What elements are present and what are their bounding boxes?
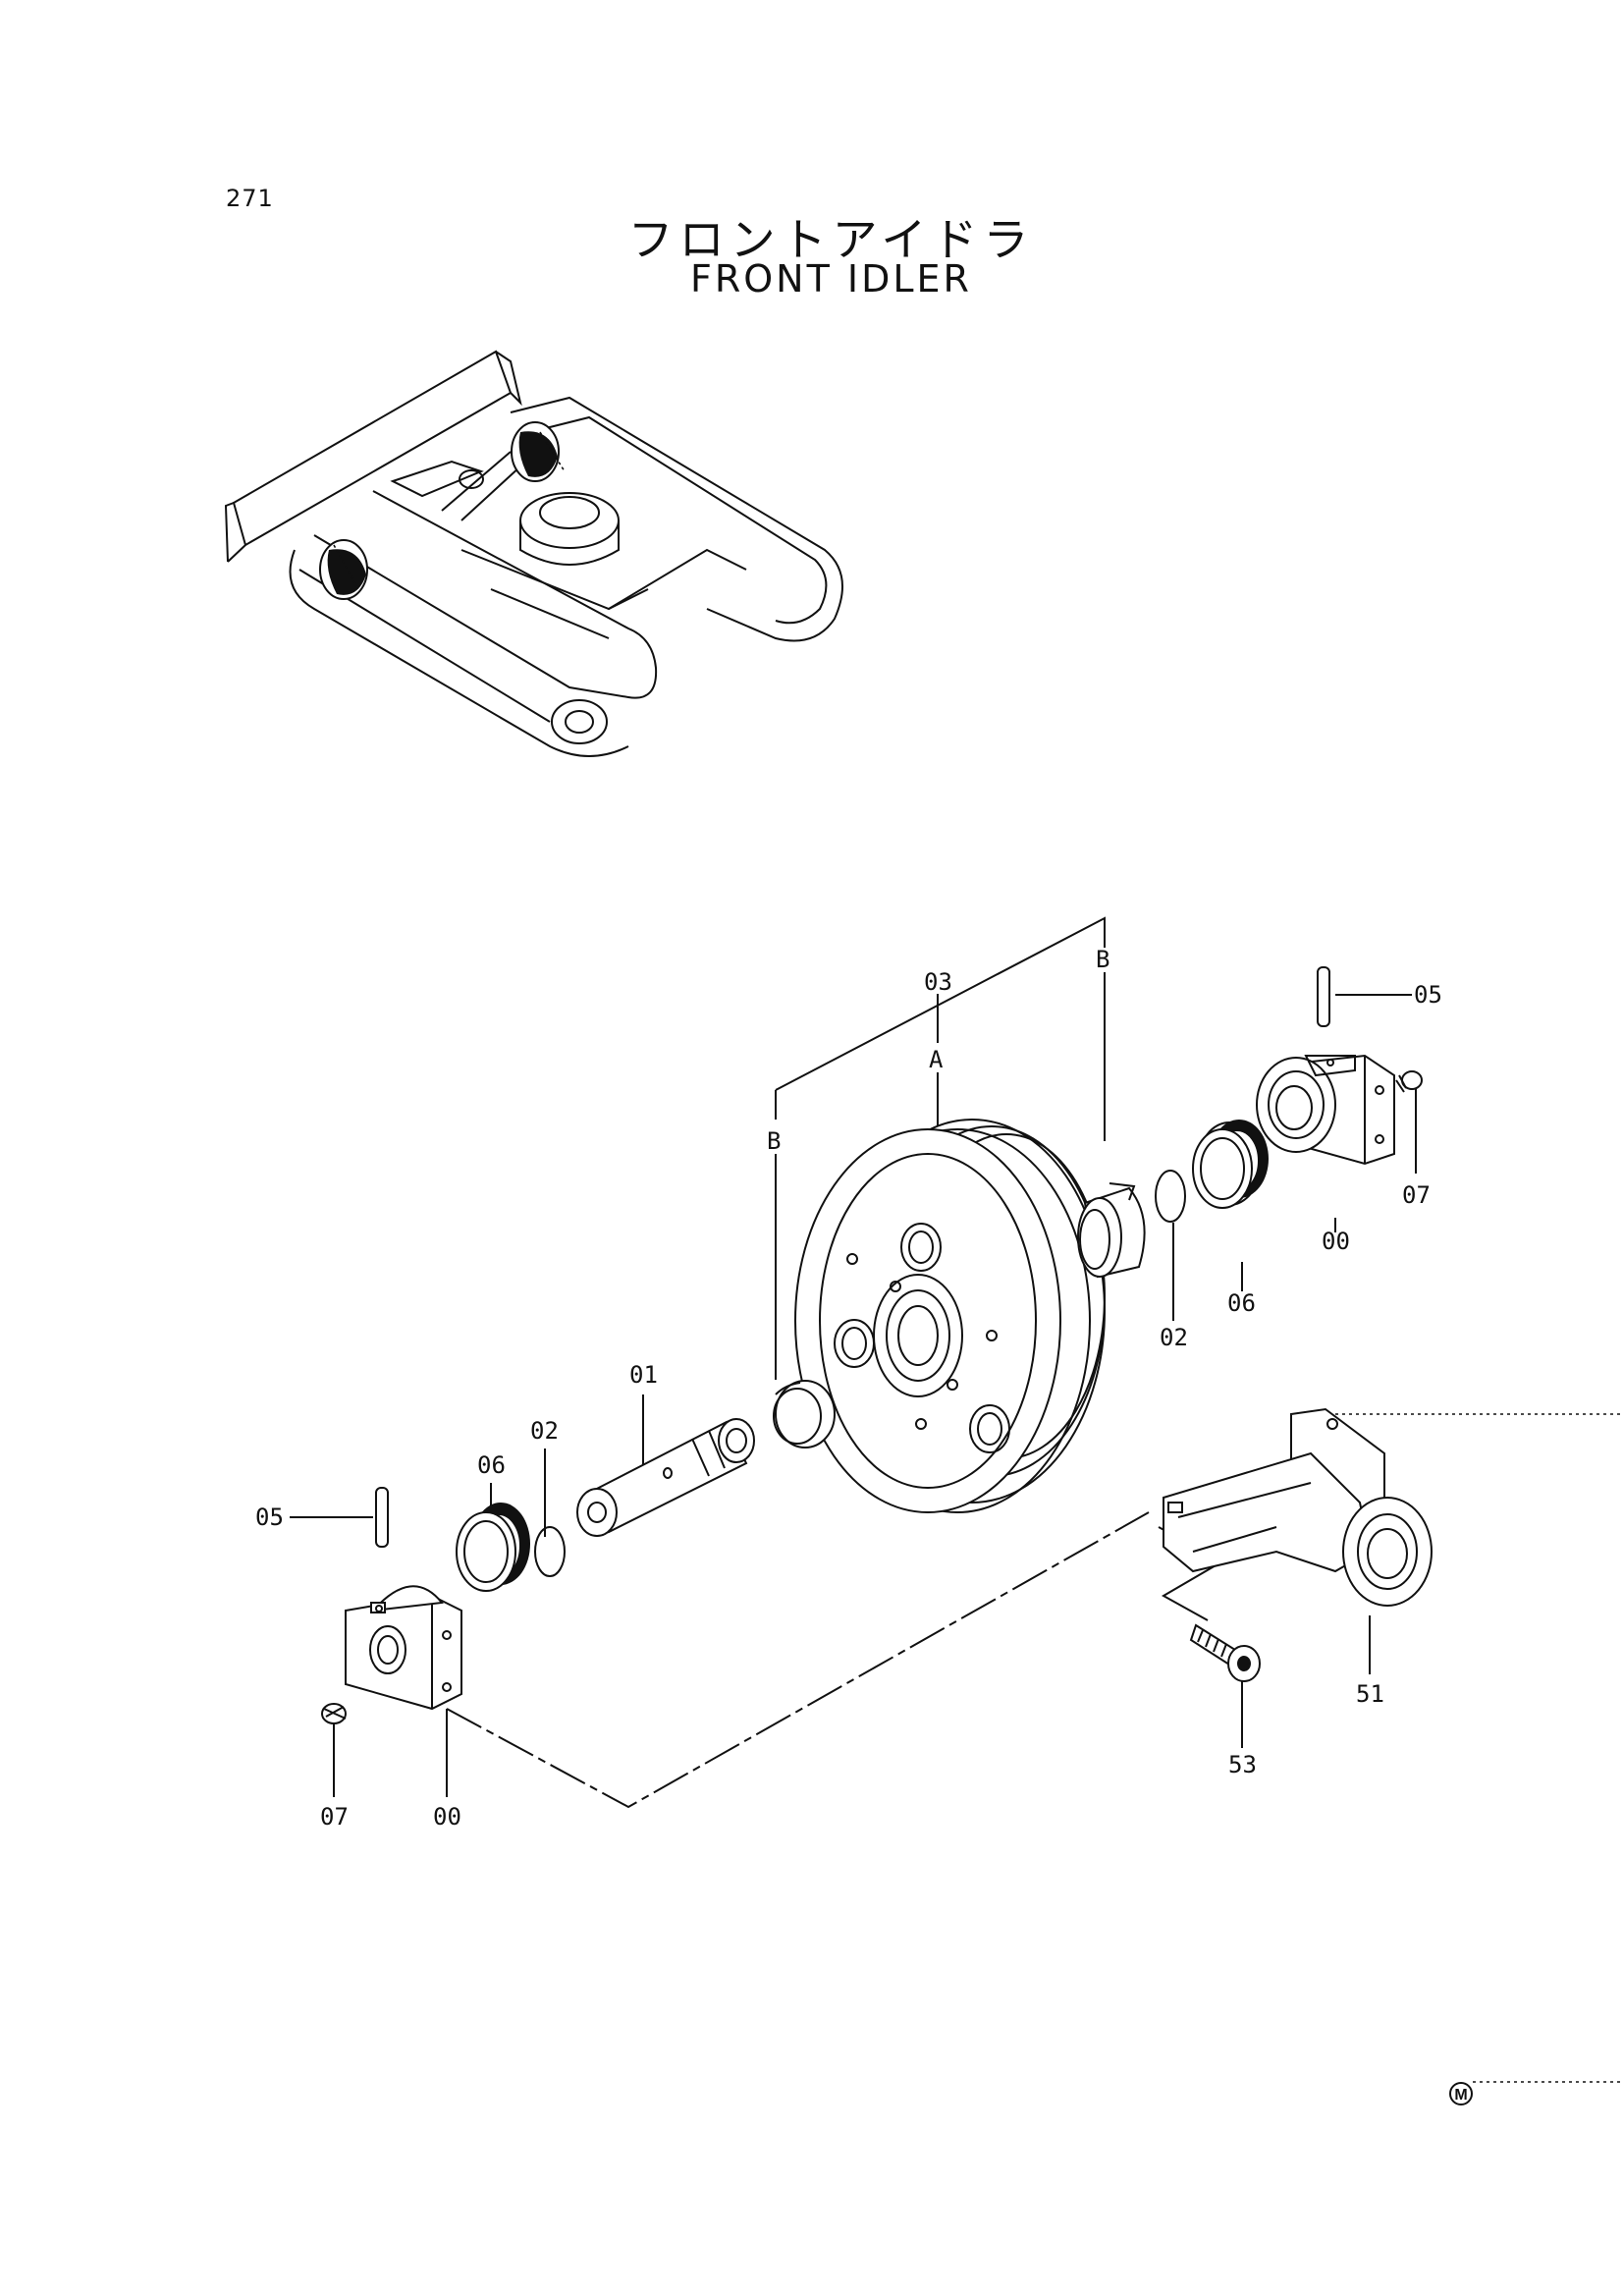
support-block-00-right xyxy=(1256,1054,1395,1166)
callout-B-top: B xyxy=(1096,946,1109,973)
floating-seal-06-left xyxy=(456,1503,530,1592)
callout-02-right: 02 xyxy=(1160,1324,1188,1351)
bushing-b-right xyxy=(1077,1182,1146,1279)
pin-05-right xyxy=(1317,966,1330,1027)
title-english: FRONT IDLER xyxy=(690,257,972,301)
bushing-b-left xyxy=(773,1380,836,1449)
callout-01: 01 xyxy=(629,1361,658,1389)
leader-lines xyxy=(290,916,1623,2083)
support-block-00-left xyxy=(345,1585,462,1711)
pin-05-left xyxy=(375,1487,389,1548)
bracket-part-51 xyxy=(1163,1407,1433,1607)
shaft-part-01 xyxy=(576,1418,755,1537)
callout-02-left: 02 xyxy=(530,1417,559,1445)
callout-05-right: 05 xyxy=(1414,981,1442,1009)
callout-00-left: 00 xyxy=(433,1803,461,1831)
callout-B-left: B xyxy=(767,1127,781,1155)
bolt-part-53 xyxy=(1189,1623,1261,1682)
callout-00-right: 00 xyxy=(1322,1228,1350,1255)
callout-53: 53 xyxy=(1228,1751,1257,1778)
m-marker-icon: M xyxy=(1449,2082,1473,2105)
callout-06-left: 06 xyxy=(477,1451,506,1479)
callout-07-left: 07 xyxy=(320,1803,349,1831)
idler-wheel-part-03 xyxy=(794,1119,1106,1513)
callout-05-left: 05 xyxy=(255,1503,284,1531)
callout-06-right: 06 xyxy=(1227,1289,1256,1317)
plug-07-left xyxy=(321,1703,347,1724)
callout-51: 51 xyxy=(1356,1680,1384,1708)
plug-07-right xyxy=(1395,1070,1423,1093)
undercarriage-overview-illustration xyxy=(224,350,843,757)
callout-07-right: 07 xyxy=(1402,1181,1431,1209)
m-marker-letter: M xyxy=(1454,2087,1467,2104)
floating-seal-06-right xyxy=(1192,1120,1269,1209)
callout-03: 03 xyxy=(924,968,952,996)
o-ring-02-left xyxy=(534,1526,566,1577)
callout-A: A xyxy=(929,1046,944,1073)
callout-labels: B 03 A 05 B 07 00 06 02 01 02 06 05 51 5… xyxy=(255,946,1442,1831)
o-ring-02-right xyxy=(1155,1170,1186,1223)
title-japanese: フロントアイドラ xyxy=(627,213,1035,266)
page-number: 271 xyxy=(226,185,274,212)
